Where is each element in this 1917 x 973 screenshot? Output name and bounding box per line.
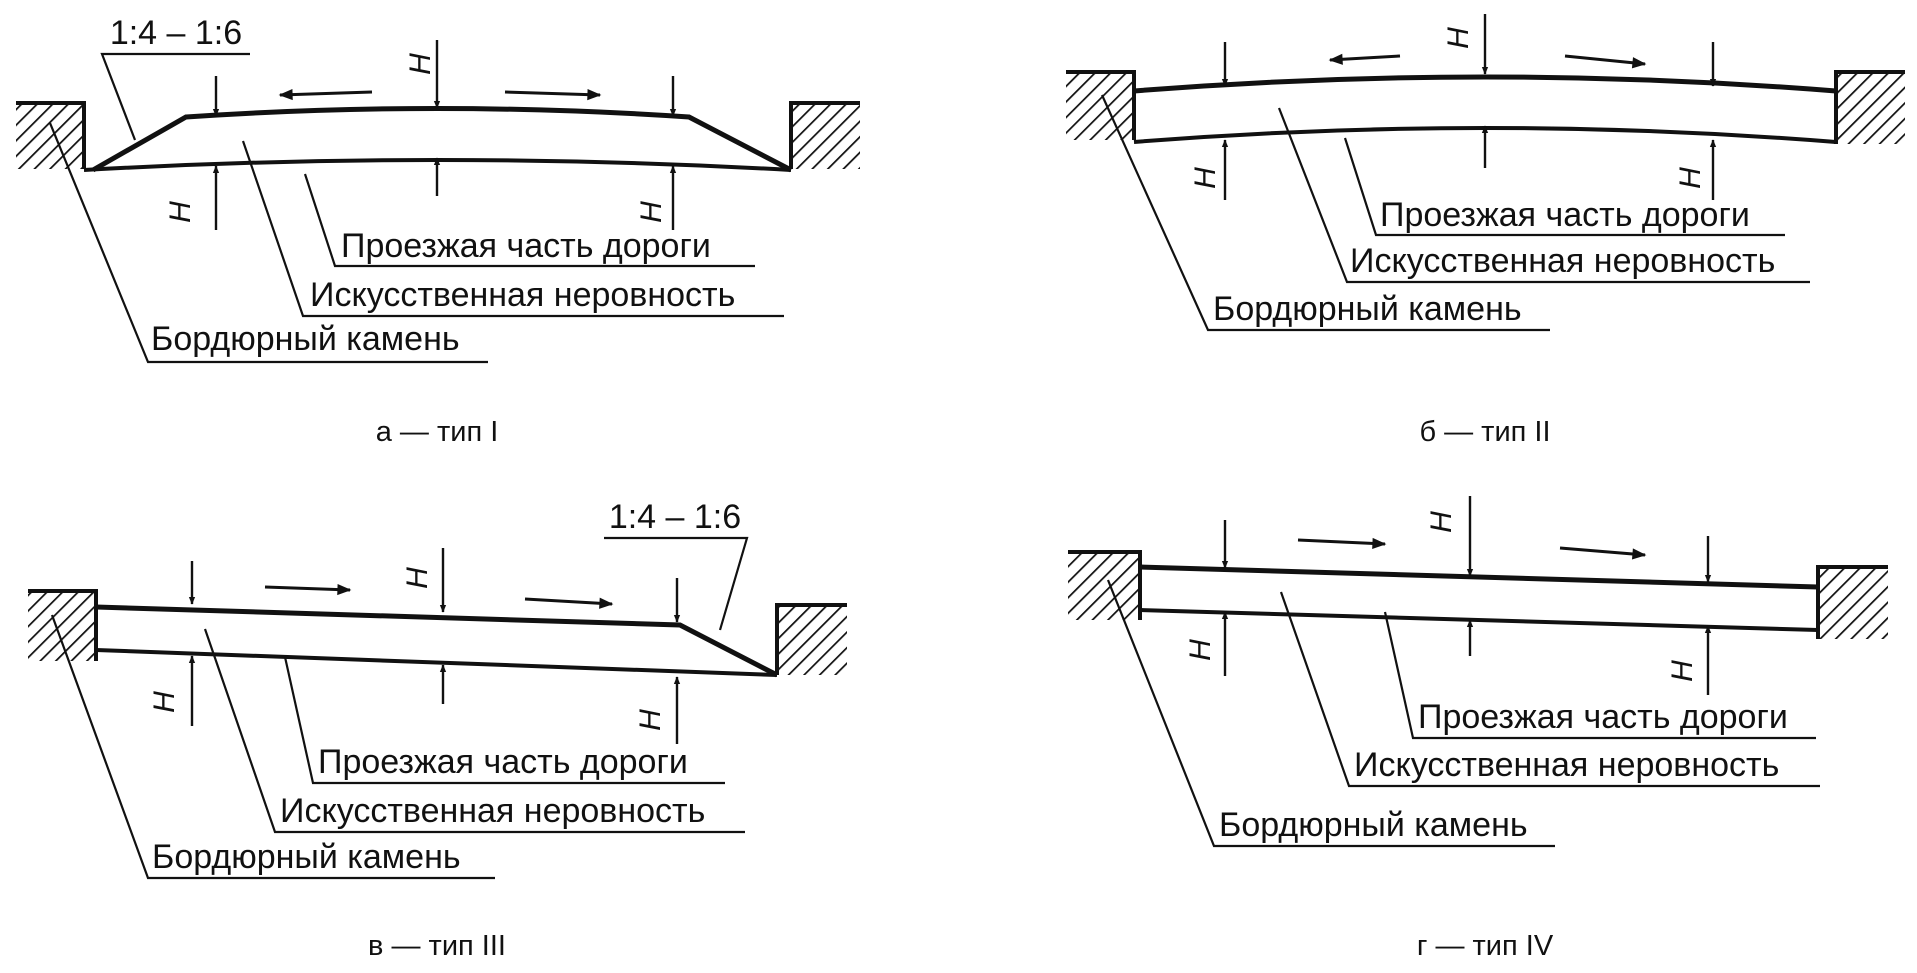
bump-label: Искусственная неровность — [1354, 746, 1779, 784]
height-mark-label: H — [1674, 167, 1707, 189]
leader-curb: Бордюрный камень — [1106, 579, 1555, 848]
road-surface — [95, 648, 778, 677]
curb-stone-right — [1816, 565, 1888, 639]
traffic-arrow-1 — [264, 583, 352, 596]
height-mark-right: H — [634, 578, 681, 744]
traffic-arrow-left — [1328, 53, 1401, 65]
bump-label: Искусственная неровность — [310, 276, 735, 314]
panel-caption: б — тип II — [1419, 416, 1550, 448]
speed-bump-top — [1133, 74, 1837, 94]
height-mark-label: H — [404, 53, 437, 75]
height-mark-label: H — [401, 567, 434, 589]
panel-type-2: H H H Проезжая часть дороги Искусственна… — [1066, 14, 1905, 448]
height-mark-left: H — [1184, 520, 1229, 676]
height-mark-label: H — [164, 201, 197, 223]
height-mark-label: H — [1425, 511, 1458, 533]
height-mark-label: H — [148, 691, 181, 713]
leader-road: Проезжая часть дороги — [1383, 611, 1816, 740]
height-mark-right: H — [1674, 42, 1717, 200]
road-label: Проезжая часть дороги — [1418, 698, 1788, 736]
curb-stone-right — [789, 101, 860, 169]
panel-caption: а — тип I — [376, 416, 499, 448]
curb-label: Бордюрный камень — [1213, 290, 1522, 328]
leader-bump: Искусственная неровность — [241, 140, 784, 318]
leader-bump: Искусственная неровность — [1279, 591, 1820, 788]
slope-callout: 1:4 – 1:6 — [100, 14, 250, 141]
height-mark-center: H — [404, 40, 441, 196]
height-mark-left: H — [148, 561, 196, 726]
traffic-arrow-2 — [1559, 546, 1647, 560]
height-mark-left: H — [164, 76, 220, 230]
height-mark-right: H — [635, 76, 677, 230]
curb-stone-right — [775, 603, 847, 675]
road-label: Проезжая часть дороги — [318, 743, 688, 781]
height-mark-label: H — [634, 709, 667, 731]
height-mark-label: H — [635, 201, 668, 223]
leader-bump: Искусственная неровность — [1277, 107, 1810, 284]
height-mark-left: H — [1189, 42, 1229, 200]
traffic-arrow-right — [1564, 54, 1647, 69]
slope-label: 1:4 – 1:6 — [110, 14, 242, 52]
curb-label: Бордюрный камень — [1219, 806, 1528, 844]
speed-bump-profile — [95, 604, 779, 678]
speed-bump-top — [1139, 564, 1819, 590]
leader-curb: Бордюрный камень — [48, 122, 488, 364]
panel-type-3: H H H 1:4 – 1:6 Проезжая часть дороги Ис… — [28, 498, 847, 962]
leader-road: Проезжая часть дороги — [303, 173, 755, 268]
height-mark-label: H — [1442, 27, 1475, 49]
traffic-arrow-2 — [524, 597, 614, 609]
curb-stone-right — [1834, 70, 1905, 144]
curb-stone-left — [1068, 550, 1142, 620]
bump-label: Искусственная неровность — [280, 792, 705, 830]
panel-type-1: H H H 1:4 – 1:6 Проезжая часть дороги Ис… — [16, 14, 860, 448]
curb-label: Бордюрный камень — [151, 320, 460, 358]
slope-label: 1:4 – 1:6 — [609, 498, 741, 536]
slope-callout: 1:4 – 1:6 — [604, 498, 749, 631]
curb-stone-left — [28, 589, 98, 661]
panel-caption: г — тип IV — [1417, 930, 1554, 962]
curb-stone-left — [16, 101, 86, 169]
height-mark-center: H — [401, 548, 447, 704]
bump-label: Искусственная неровность — [1350, 242, 1775, 280]
height-mark-label: H — [1189, 167, 1222, 189]
traffic-arrow-left — [278, 88, 373, 101]
road-label: Проезжая часть дороги — [341, 227, 711, 265]
road-label: Проезжая часть дороги — [1380, 196, 1750, 234]
road-surface — [1139, 608, 1819, 632]
leader-curb: Бордюрный камень — [50, 614, 495, 880]
curb-label: Бордюрный камень — [152, 838, 461, 876]
panel-caption: в — тип III — [368, 930, 506, 962]
curb-stone-left — [1066, 70, 1136, 140]
height-mark-label: H — [1666, 660, 1699, 682]
leader-curb: Бордюрный камень — [1100, 94, 1550, 332]
leader-bump: Искусственная неровность — [203, 628, 745, 834]
panel-type-4: H H H Проезжая часть дороги Искусственна… — [1068, 496, 1888, 962]
traffic-arrow-1 — [1297, 537, 1387, 550]
height-mark-center: H — [1442, 14, 1489, 168]
height-mark-center: H — [1425, 496, 1474, 656]
traffic-arrow-right — [504, 89, 602, 101]
height-mark-right: H — [1666, 536, 1712, 695]
leader-road: Проезжая часть дороги — [283, 656, 725, 785]
leader-road: Проезжая часть дороги — [1343, 137, 1785, 237]
height-mark-label: H — [1184, 639, 1217, 661]
